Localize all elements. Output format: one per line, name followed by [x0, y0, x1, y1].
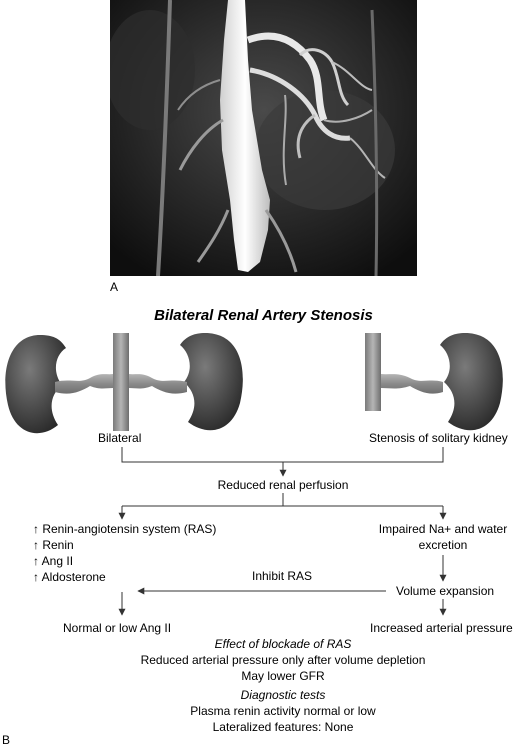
volume-expansion: Volume expansion	[396, 584, 495, 598]
blockade-line: May lower GFR	[241, 669, 325, 683]
left-branch-item: ↑ Renin-angiotensin system (RAS)	[33, 522, 217, 536]
left-renal-artery	[55, 374, 113, 394]
left-kidney-shape	[5, 335, 66, 434]
solitary-aorta-vessel	[365, 333, 381, 411]
blockade-line: Reduced arterial pressure only after vol…	[140, 653, 426, 667]
connector-bilateral	[121, 447, 444, 463]
diagram-title: Bilateral Renal Artery Stenosis	[154, 307, 373, 324]
left-branch-item: ↑ Ang II	[33, 554, 74, 568]
left-branch-item: ↑ Renin	[33, 538, 74, 552]
right-outcome: Increased arterial pressure	[370, 621, 513, 635]
solitary-renal-artery	[381, 374, 443, 394]
diagnostic-heading: Diagnostic tests	[240, 688, 326, 702]
panel-b-label: B	[2, 733, 11, 747]
right-renal-artery	[129, 374, 187, 394]
diagnostic-line: Plasma renin activity normal or low	[190, 704, 376, 718]
right-kidney-caption: Stenosis of solitary kidney	[369, 431, 508, 445]
left-branch: ↑ Renin-angiotensin system (RAS) ↑ Renin…	[33, 521, 216, 585]
right-branch-line: Impaired Na+ and water	[378, 522, 508, 536]
bilateral-kidney-illustration	[5, 333, 243, 434]
inhibit-ras-label: Inhibit RAS	[252, 569, 313, 583]
left-branch-item: ↑ Aldosterone	[33, 570, 106, 584]
connector-perfusion-split	[122, 493, 284, 507]
angiogram-image	[110, 0, 417, 276]
diagnostic-line: Lateralized features: None	[212, 720, 354, 734]
right-branch: Impaired Na+ and water excretion	[363, 521, 523, 553]
panel-a-label: A	[110, 280, 119, 294]
right-kidney-shape	[180, 333, 243, 431]
left-outcome: Normal or low Ang II	[63, 621, 172, 635]
right-branch-line: excretion	[418, 538, 468, 552]
aorta-vessel	[113, 333, 129, 431]
blockade-heading: Effect of blockade of RAS	[214, 637, 352, 651]
solitary-kidney-illustration	[365, 333, 503, 431]
left-kidney-caption: Bilateral	[98, 431, 142, 445]
reduced-perfusion: Reduced renal perfusion	[217, 478, 349, 492]
solitary-kidney-shape	[440, 333, 503, 431]
